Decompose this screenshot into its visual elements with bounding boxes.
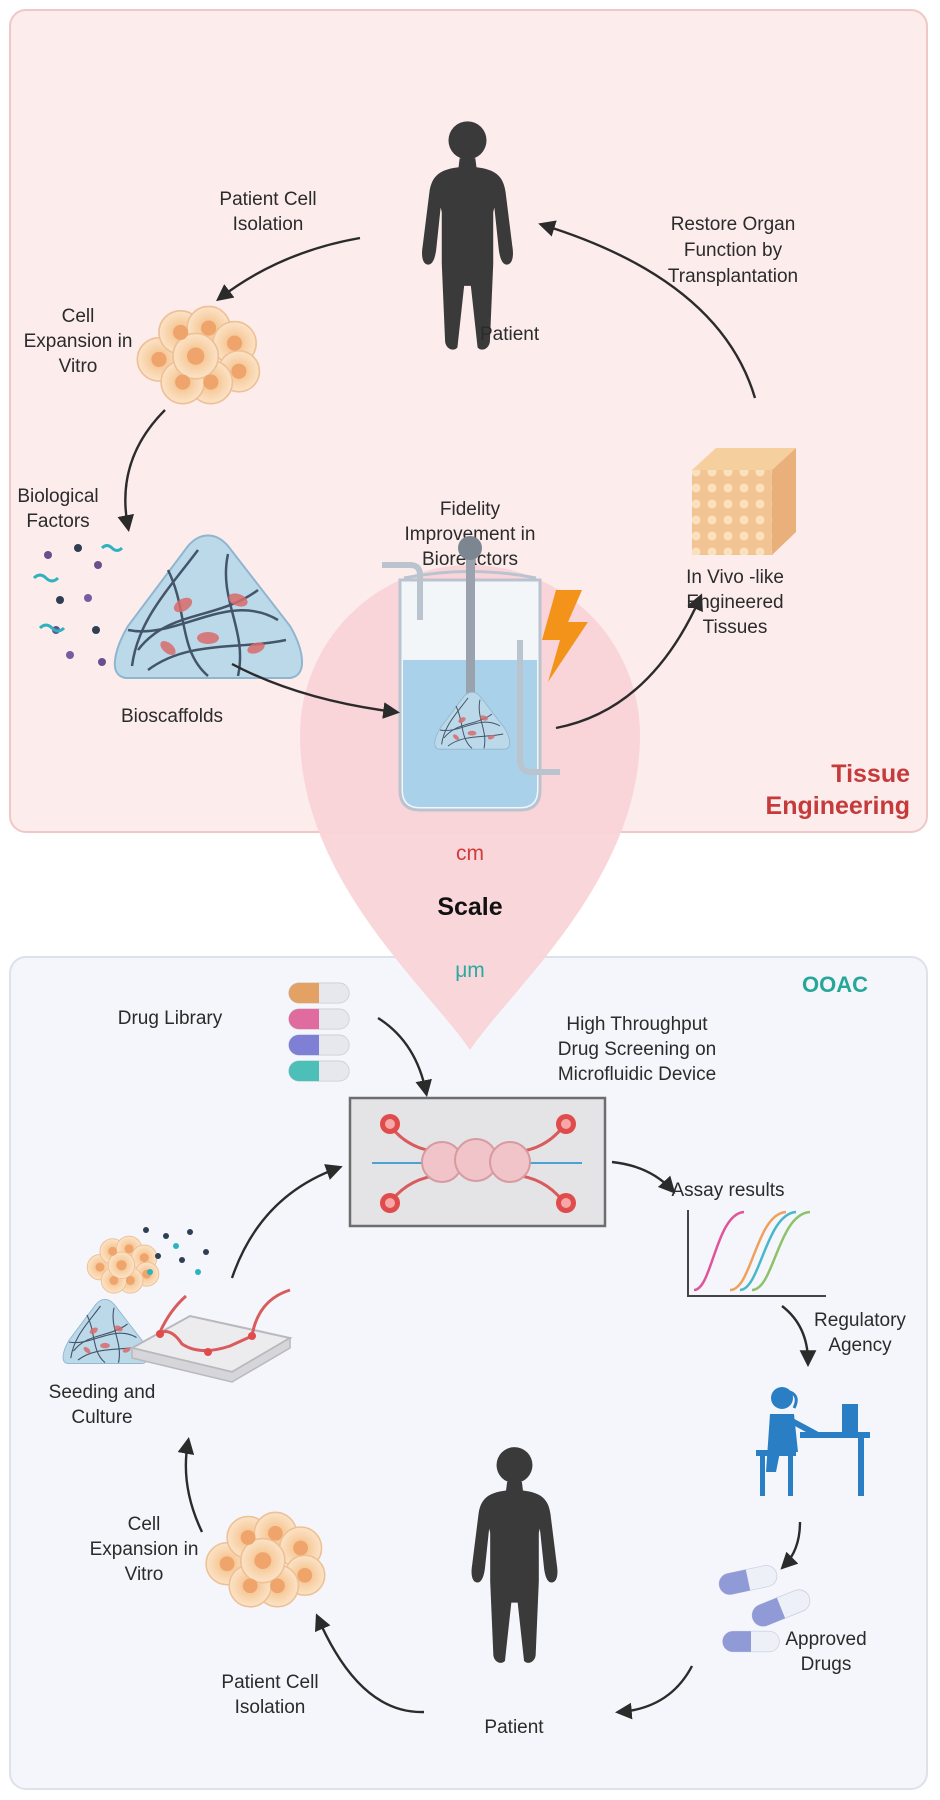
assay-curves-icon	[687, 1210, 826, 1297]
ooac-isolation-label-2: Isolation	[235, 1697, 306, 1718]
lightning-icon	[542, 590, 588, 682]
seeding-culture-icon	[62, 1227, 293, 1383]
ooac-expansion-label-3: Vitro	[125, 1564, 164, 1585]
fidelity-label-2: Improvement in	[405, 524, 536, 545]
hts-label-3: Microfluidic Device	[558, 1064, 716, 1085]
tissue-expansion-label-2: Expansion in	[24, 331, 133, 352]
approved-drugs-label-1: Approved	[785, 1629, 866, 1650]
regulatory-label-1: Regulatory	[814, 1310, 906, 1331]
restore-label-1: Restore Organ	[671, 214, 796, 235]
tissue-cube-icon	[692, 448, 796, 555]
tissue-expansion-label-3: Vitro	[59, 356, 98, 377]
scale-label: Scale	[437, 893, 502, 921]
tissue-patient-label: Patient	[480, 324, 540, 345]
fidelity-label-1: Fidelity	[440, 499, 501, 520]
scale-unit-um: μm	[455, 959, 485, 982]
regulatory-label-2: Agency	[828, 1335, 892, 1356]
ooac-title: OOAC	[802, 972, 868, 997]
microfluidic-chip-icon	[348, 1096, 607, 1228]
tissue-title-line2: Engineering	[766, 792, 910, 820]
hts-label-2: Drug Screening on	[558, 1039, 716, 1060]
ooac-isolation-label-1: Patient Cell	[221, 1672, 318, 1693]
tissue-isolation-label-1: Patient Cell	[219, 189, 316, 210]
assay-results-label: Assay results	[672, 1180, 785, 1201]
biological-factors-icon	[32, 544, 124, 666]
biological-factors-label-1: Biological	[17, 486, 98, 507]
seeding-label-1: Seeding and	[49, 1382, 156, 1403]
approved-drugs-label-2: Drugs	[801, 1654, 852, 1675]
hts-label-1: High Throughput	[566, 1014, 708, 1035]
tissue-expansion-label-1: Cell	[62, 306, 95, 327]
invivo-label-1: In Vivo -like	[686, 567, 784, 588]
regulatory-worker-icon	[756, 1387, 870, 1496]
tissue-cycle-arrows	[117, 220, 757, 730]
drug-library-label: Drug Library	[118, 1008, 223, 1029]
restore-label-2: Function by	[684, 240, 783, 261]
ooac-expansion-label-1: Cell	[128, 1514, 161, 1535]
seeding-label-2: Culture	[71, 1407, 132, 1428]
invivo-label-3: Tissues	[703, 617, 768, 638]
ooac-expansion-label-2: Expansion in	[90, 1539, 199, 1560]
scale-unit-cm: cm	[456, 842, 484, 865]
bioreactor-icon	[382, 536, 560, 812]
tissue-isolation-label-2: Isolation	[233, 214, 304, 235]
tissue-title-line1: Tissue	[831, 760, 910, 788]
ooac-panel	[9, 956, 928, 1790]
bioscaffolds-label: Bioscaffolds	[121, 706, 223, 727]
biological-factors-label-2: Factors	[26, 511, 89, 532]
invivo-label-2: Engineered	[686, 592, 783, 613]
restore-label-3: Transplantation	[668, 266, 798, 287]
ooac-patient-label: Patient	[484, 1717, 544, 1738]
ooac-cycle-arrows	[177, 1016, 817, 1720]
